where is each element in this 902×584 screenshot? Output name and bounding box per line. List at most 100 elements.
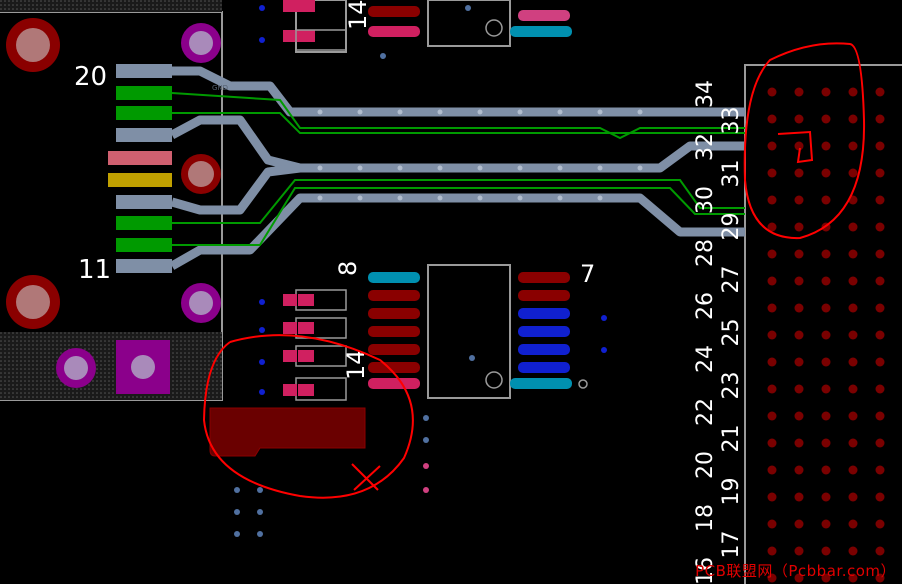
bga-pad — [848, 249, 858, 259]
pin-number-32: 32 — [693, 133, 718, 161]
pin-number-17: 17 — [719, 531, 744, 559]
bga-pad — [821, 276, 831, 286]
bga-pad — [794, 546, 804, 556]
bga-pad — [767, 276, 777, 286]
annotation-x-1 — [351, 463, 379, 491]
bga-pad — [875, 195, 885, 205]
bga-pad — [875, 465, 885, 475]
bga-pad — [821, 87, 831, 97]
bga-pad — [875, 357, 885, 367]
bga-pad — [875, 303, 885, 313]
bga-pad — [794, 222, 804, 232]
bga-pad — [794, 519, 804, 529]
trace-net-label: GND — [212, 84, 228, 92]
ic-label-bottom-left: 8 — [334, 261, 362, 276]
bga-pad — [848, 141, 858, 151]
bga-pad — [794, 303, 804, 313]
bga-pad — [875, 141, 885, 151]
bga-pad-array — [767, 87, 885, 583]
gray-traces — [169, 66, 745, 270]
bga-pad — [875, 519, 885, 529]
annotation-circle-left — [202, 334, 414, 499]
bga-pad — [767, 141, 777, 151]
bga-pad — [848, 357, 858, 367]
bga-pad — [794, 330, 804, 340]
pin-number-28: 28 — [693, 239, 718, 267]
pin-number-29: 29 — [719, 213, 744, 241]
bga-pad — [875, 87, 885, 97]
bga-pad — [848, 168, 858, 178]
green-traces — [171, 92, 745, 246]
bga-pad — [821, 573, 831, 583]
bga-pad — [875, 222, 885, 232]
bga-pad — [821, 465, 831, 475]
small-vias — [234, 5, 607, 537]
mounting-holes — [6, 18, 221, 329]
ic-bottom-pads — [368, 272, 588, 389]
bga-pad — [821, 357, 831, 367]
bga-pad — [767, 546, 777, 556]
bga-pad — [875, 438, 885, 448]
bga-pad — [794, 438, 804, 448]
bga-pad — [848, 438, 858, 448]
bga-pad — [794, 384, 804, 394]
bga-pad — [794, 465, 804, 475]
pin-number-19: 19 — [719, 478, 744, 506]
watermark: PCB联盟网（Pcbbar.com） — [695, 562, 896, 580]
bga-pad — [848, 303, 858, 313]
bga-pad — [794, 492, 804, 502]
bga-pad — [875, 114, 885, 124]
bga-pad — [875, 330, 885, 340]
bga-pad — [821, 384, 831, 394]
bga-pad — [821, 141, 831, 151]
bga-pad — [767, 573, 777, 583]
bga-pad — [848, 276, 858, 286]
bga-pad — [767, 303, 777, 313]
ic-label-bottom-right: 7 — [580, 260, 595, 288]
bga-pad — [794, 357, 804, 367]
copper-pour-blob — [209, 407, 366, 457]
bga-pad — [794, 573, 804, 583]
keepout-region-top — [0, 0, 222, 12]
bga-pad — [821, 330, 831, 340]
pin-number-23: 23 — [719, 372, 744, 400]
bga-pad — [794, 411, 804, 421]
bga-pad — [821, 195, 831, 205]
annotation-circle-right — [743, 42, 866, 240]
bga-pad — [794, 195, 804, 205]
bga-pad — [767, 168, 777, 178]
bga-pad — [767, 114, 777, 124]
bga-pad — [767, 330, 777, 340]
bga-pad — [794, 114, 804, 124]
bga-pad — [767, 465, 777, 475]
pin-number-33: 33 — [719, 107, 744, 135]
pin-number-31: 31 — [719, 160, 744, 188]
pin-number-34: 34 — [693, 80, 718, 108]
bga-pad — [821, 546, 831, 556]
bga-pad — [848, 114, 858, 124]
bga-pad — [848, 87, 858, 97]
bga-pad — [875, 168, 885, 178]
bga-pad — [767, 438, 777, 448]
ic-top-pads — [283, 0, 572, 42]
bga-pad — [875, 384, 885, 394]
bga-pad — [875, 492, 885, 502]
trace-vias — [317, 109, 643, 201]
bga-pad — [767, 222, 777, 232]
bga-pad — [848, 546, 858, 556]
bga-pad — [767, 249, 777, 259]
bga-pad — [794, 249, 804, 259]
bga-pad — [821, 114, 831, 124]
annotation-x-2 — [353, 465, 381, 491]
bga-pad — [875, 546, 885, 556]
pin-number-22: 22 — [693, 398, 718, 426]
bga-pad — [848, 411, 858, 421]
keepout-region — [0, 332, 222, 400]
small-passives — [283, 29, 347, 401]
pin-number-16: 16 — [693, 557, 718, 584]
pin-number-30: 30 — [693, 186, 718, 214]
bga-pad — [848, 330, 858, 340]
bga-pad — [848, 222, 858, 232]
bga-pad — [848, 519, 858, 529]
